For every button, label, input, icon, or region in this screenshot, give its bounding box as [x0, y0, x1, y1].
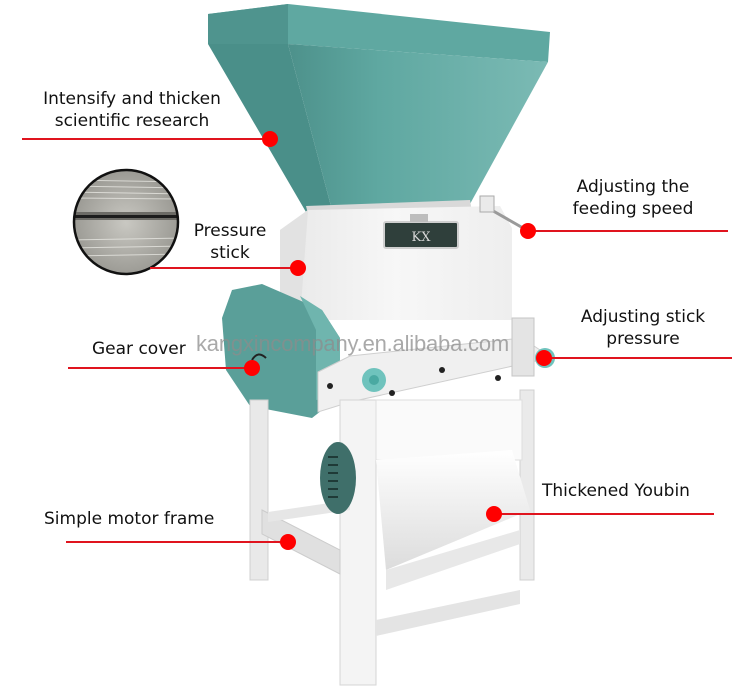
- label-hopper: Intensify and thicken scientific researc…: [26, 88, 238, 132]
- label-gear-cover-line1: Gear cover: [92, 339, 186, 359]
- callout-dot-stick-pressure: [536, 350, 552, 366]
- label-motor-frame: Simple motor frame: [44, 508, 244, 530]
- callout-dot-pressure-stick: [290, 260, 306, 276]
- callout-dot-hopper: [262, 131, 278, 147]
- roller-closeup-inset: [72, 168, 180, 276]
- label-feed-speed: Adjusting the feeding speed: [558, 176, 708, 220]
- label-pressure-stick-line1: Pressure: [193, 221, 267, 241]
- main-housing: KX: [280, 195, 531, 320]
- label-stick-pressure-line1: Adjusting stick: [580, 307, 706, 327]
- label-youbin: Thickened Youbin: [542, 480, 722, 502]
- label-stick-pressure: Adjusting stick pressure: [568, 306, 718, 350]
- label-hopper-line1: Intensify and thicken: [43, 89, 221, 109]
- label-youbin-line1: Thickened Youbin: [542, 481, 690, 501]
- label-pressure-stick: Pressure stick: [184, 220, 276, 264]
- label-stick-pressure-line2: pressure: [606, 329, 680, 349]
- callout-markers: [22, 131, 732, 550]
- roller-assembly: [317, 317, 555, 413]
- machine-stand: [249, 389, 535, 686]
- label-feed-speed-line1: Adjusting the: [576, 177, 690, 197]
- callout-dot-motor-frame: [280, 534, 296, 550]
- label-gear-cover: Gear cover: [92, 338, 202, 360]
- hopper: [208, 4, 550, 214]
- callout-dot-youbin: [486, 506, 502, 522]
- label-hopper-line2: scientific research: [54, 111, 210, 131]
- label-pressure-stick-line2: stick: [210, 243, 250, 263]
- callout-dot-feed-speed: [520, 223, 536, 239]
- callout-dot-gear-cover: [244, 360, 260, 376]
- watermark-text: kangxincompany.en.alibaba.com: [196, 331, 509, 356]
- svg-text:KX: KX: [412, 230, 432, 245]
- label-feed-speed-line2: feeding speed: [572, 199, 694, 219]
- label-motor-frame-line1: Simple motor frame: [44, 509, 215, 529]
